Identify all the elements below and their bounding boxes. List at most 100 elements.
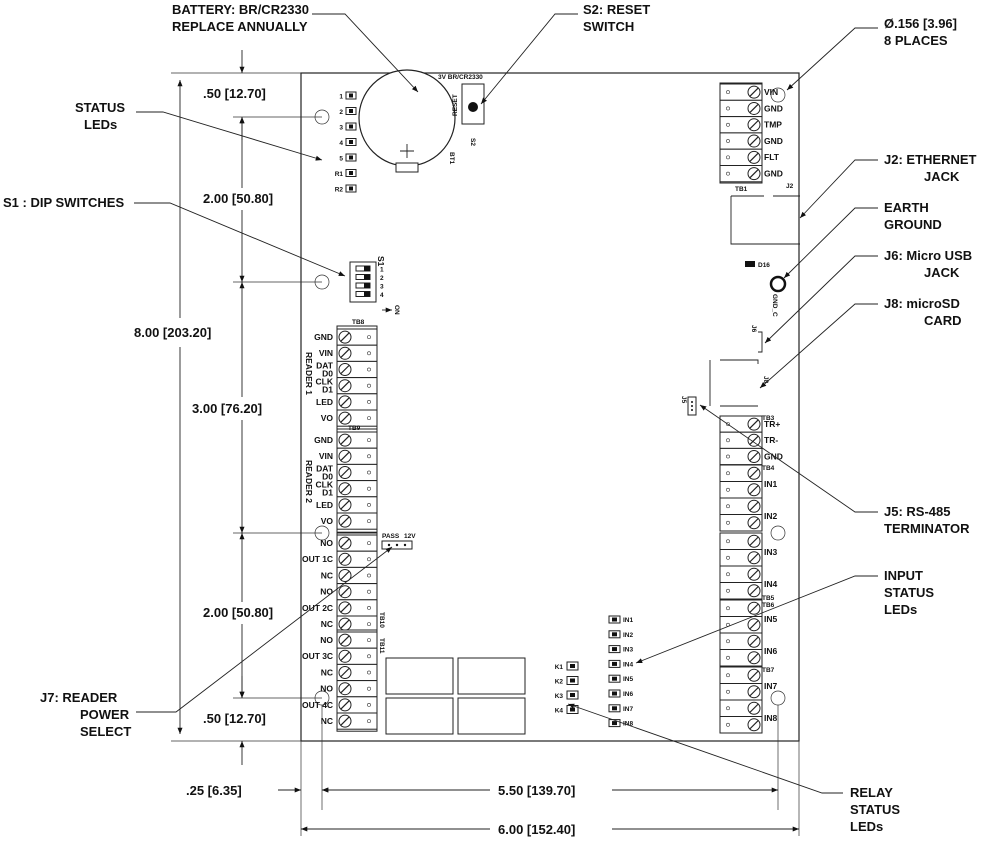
wire-hole [367,454,371,459]
tb3-pin-label: GND [764,451,783,461]
status-led-label: R2 [335,187,344,194]
earth-ground-post: GND_C [769,275,787,317]
j5-ref: J5 [680,396,687,404]
tb6-ref: TB6 [762,602,775,609]
reader-pin-label: D1 [322,488,333,498]
input-label: IN2 [764,511,778,521]
led-d16: D16 [745,261,770,269]
screw-slot [340,413,350,423]
j7-12v-label: 12V [404,533,416,540]
reader-pin-label: LED [316,500,333,510]
wire-hole [367,416,371,421]
callout-dip: S1 : DIP SWITCHES [3,195,124,210]
relay [457,657,526,695]
screw-slot [749,419,759,429]
callout-j7-3: SELECT [80,724,131,739]
ethernet-jack-j2: J2 [730,183,800,245]
tb4-ref: TB4 [762,465,775,472]
relay-led-label: K4 [555,708,564,715]
input-status-led-die [612,647,617,652]
screw-slot [340,587,350,597]
screw-slot [340,484,350,494]
dim-hole-spacing: 5.50 [139.70] [498,783,575,798]
reader-pin-label: GND [314,435,333,445]
input-led-label: IN2 [623,632,634,639]
status-led-die [349,155,353,160]
tb10-ref: TB10 [378,612,385,628]
j6-ref: J6 [750,325,757,333]
wire-hole [726,487,730,492]
screw-slot [749,120,759,130]
wire-hole [726,572,730,577]
wire-hole [726,454,730,459]
wire-hole [367,351,371,356]
wire-hole [367,703,371,707]
output-contact-label: NO [320,684,333,694]
tb1-pin-label: GND [764,103,783,113]
usb-jack-j6: J6 [750,325,763,353]
screw-slot [749,468,759,478]
screw-slot [749,152,759,162]
callout-input-leds: INPUT [884,568,923,583]
screw-slot [749,636,759,646]
callout-holes-sub: 8 PLACES [884,33,948,48]
tb1-pin-label: GND [764,169,783,179]
output-contact-label: C [327,603,333,613]
screw-slot [340,348,350,358]
wire-hole [367,670,371,675]
callout-status-leds: STATUS [75,100,125,115]
input-label: IN7 [764,681,778,691]
screw-slot [340,435,350,445]
status-led-label: R1 [335,171,344,178]
reset-switch-s2: RESET S2 [452,83,485,146]
status-led-die [349,109,353,113]
input-label: IN5 [764,614,778,624]
screw-slot [340,365,350,374]
mounting-hole [770,87,786,103]
battery-silkscreen: 3V BR/CR2330 [438,74,483,81]
screw-slot [749,169,759,179]
dip-switch-lever [364,283,370,288]
wire-hole [367,367,371,372]
output-label: OUT 1 [302,554,327,564]
wire-hole [726,689,730,694]
wire-hole [367,638,371,643]
relay-led-label: K2 [555,679,564,686]
status-led-die [349,171,353,175]
wire-hole [726,606,730,611]
status-led-label: 5 [339,156,343,163]
screw-slot [749,87,759,97]
wire-hole [367,589,371,594]
dip-number: 2 [380,275,384,282]
relay-led-label: K3 [555,693,564,700]
d16-ref: D16 [758,262,770,269]
wire-hole [726,706,730,711]
screw-slot [340,516,350,526]
screw-slot [340,603,350,613]
wire-hole [726,122,730,127]
wire-hole [726,422,730,427]
j2-ref: J2 [786,183,794,190]
screw-slot [749,720,759,730]
screw-slot [340,381,350,391]
wire-hole [367,622,371,627]
reader-pin-label: VO [321,413,334,423]
battery-bt1: 3V BR/CR2330 BT1 [358,69,483,173]
bt1-ref: BT1 [448,152,455,165]
input-led-label: IN4 [623,661,634,668]
input-status-led-die [612,706,617,711]
wire-hole [367,606,371,610]
tb1-pin-label: FLT [764,152,780,162]
callout-status-leds-sub: LEDs [84,117,117,132]
reader-pin-label: CLK [316,480,334,490]
screw-slot [749,620,759,630]
screw-slot [749,536,759,546]
callout-battery-sub: REPLACE ANNUALLY [172,19,308,34]
screw-slot [340,571,350,580]
dim-overall-width: 6.00 [152.40] [498,822,575,837]
wire-hole [367,438,371,443]
